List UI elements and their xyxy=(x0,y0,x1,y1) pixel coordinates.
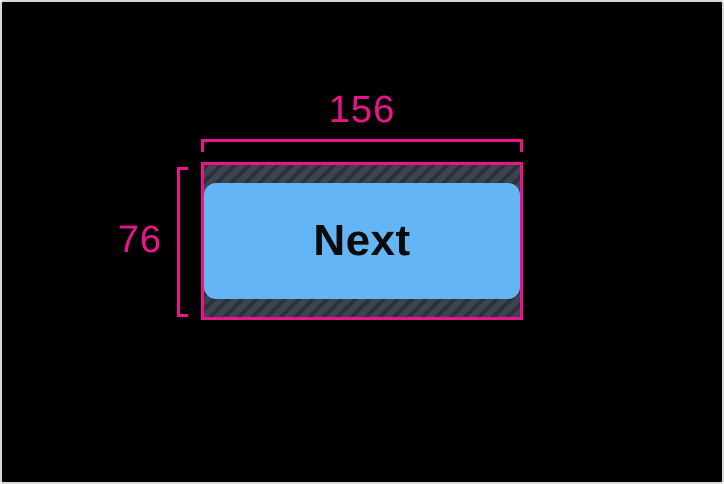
next-button-label: Next xyxy=(313,216,411,265)
height-dimension-label: 76 xyxy=(117,219,162,261)
width-measurement-bracket xyxy=(201,139,523,152)
next-button[interactable]: Next xyxy=(204,183,520,299)
width-dimension-label: 156 xyxy=(328,89,396,131)
selected-widget-outline: Next xyxy=(201,162,523,320)
height-measurement-bracket xyxy=(177,167,188,317)
